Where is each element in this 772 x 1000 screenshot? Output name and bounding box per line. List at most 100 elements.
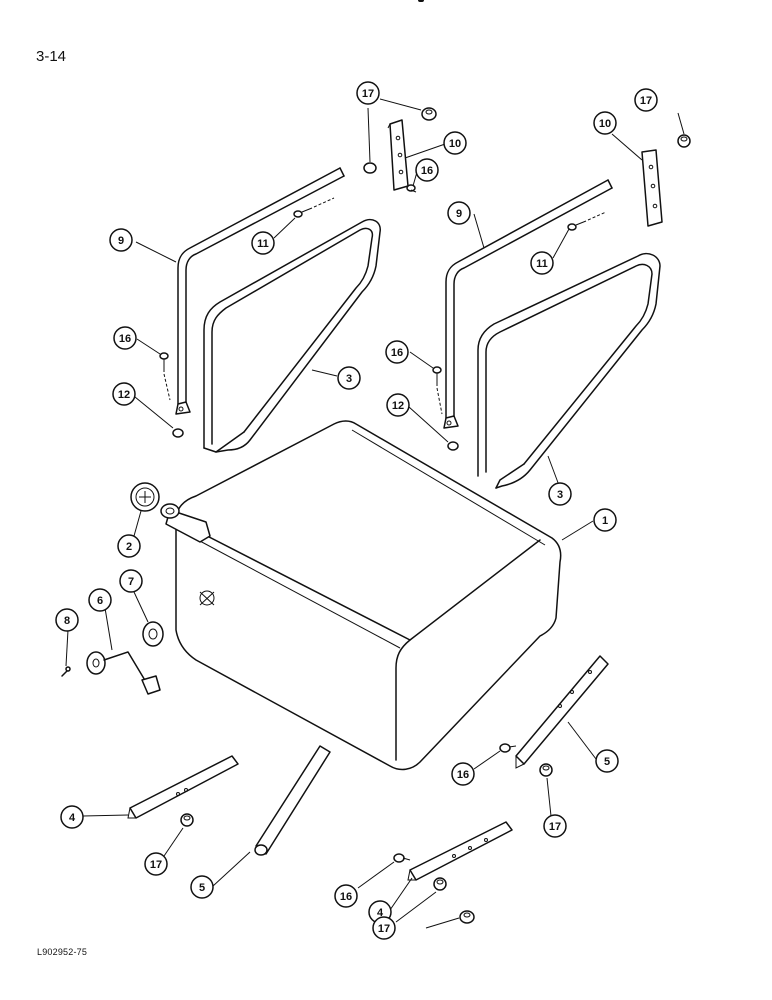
callout-circle <box>112 382 136 406</box>
callout-label: 16 <box>457 769 469 781</box>
callout-16: 16 <box>415 158 439 182</box>
title-fragment-mark <box>418 0 424 2</box>
callout-3: 3 <box>337 366 361 390</box>
callout-circle <box>337 366 361 390</box>
fuel-gauge <box>130 482 160 512</box>
callout-circle <box>372 916 396 940</box>
support-5-left <box>254 745 331 856</box>
bolt-16-lower-right <box>499 743 517 753</box>
callout-label: 4 <box>69 812 76 824</box>
callout-circle <box>548 482 572 506</box>
washer-12-right <box>447 441 459 451</box>
callout-circle <box>593 111 617 135</box>
callout-circle <box>447 201 471 225</box>
callout-8: 8 <box>55 608 79 632</box>
callout-circle <box>60 805 84 829</box>
callout-3: 3 <box>548 482 572 506</box>
callout-17: 17 <box>356 81 380 105</box>
callout-circle <box>530 251 554 275</box>
callout-label: 12 <box>118 389 130 401</box>
callout-label: 7 <box>128 576 134 588</box>
callout-16: 16 <box>113 326 137 350</box>
callout-circle <box>144 852 168 876</box>
bolt-11-right <box>567 211 607 231</box>
bolt-16-bracket <box>406 184 417 193</box>
sender-gasket <box>142 621 164 647</box>
callout-circle <box>251 231 275 255</box>
callout-2: 2 <box>117 534 141 558</box>
bracket-10-left <box>387 119 409 191</box>
callout-circle <box>109 228 133 252</box>
filler-neck <box>160 503 211 543</box>
callout-label: 16 <box>391 347 403 359</box>
screw-8 <box>61 666 71 677</box>
callout-12: 12 <box>386 393 410 417</box>
callout-circle <box>190 875 214 899</box>
callout-label: 16 <box>421 165 433 177</box>
callout-17: 17 <box>543 814 567 838</box>
callout-label: 6 <box>97 595 103 607</box>
nut-17-lower-mid <box>433 877 447 891</box>
callout-label: 5 <box>604 756 610 768</box>
callout-label: 11 <box>257 238 269 250</box>
callout-9: 9 <box>109 228 133 252</box>
bolt-11-left <box>293 197 335 218</box>
bolt-16-left <box>159 352 171 401</box>
callout-circle <box>443 131 467 155</box>
nut-17-right <box>677 134 691 148</box>
callout-circle <box>385 340 409 364</box>
callout-circle <box>117 534 141 558</box>
fuel-sender <box>86 651 161 695</box>
callout-label: 8 <box>64 615 70 627</box>
left-strap-3 <box>203 218 381 453</box>
leader-lines <box>65 98 685 929</box>
callout-circle <box>415 158 439 182</box>
nut-17-lower-left <box>180 813 194 827</box>
sender-opening <box>199 590 215 606</box>
callout-17: 17 <box>144 852 168 876</box>
callout-label: 17 <box>362 88 374 100</box>
page-number: 3-14 <box>36 48 67 65</box>
callout-label: 17 <box>549 821 561 833</box>
callout-circle <box>593 508 617 532</box>
callout-label: 2 <box>126 541 132 553</box>
callout-4: 4 <box>60 805 84 829</box>
callout-circle <box>595 749 619 773</box>
nut-17-top <box>421 107 437 121</box>
callout-label: 17 <box>378 923 390 935</box>
callout-circle <box>334 884 358 908</box>
left-strap-9 <box>175 167 345 415</box>
support-5-right <box>515 655 609 769</box>
callout-16: 16 <box>334 884 358 908</box>
callout-circle <box>113 326 137 350</box>
bolt-16-lower <box>393 853 411 863</box>
callout-circle <box>451 762 475 786</box>
callout-label: 5 <box>199 882 205 894</box>
callout-12: 12 <box>112 382 136 406</box>
callout-circle <box>119 569 143 593</box>
callout-16: 16 <box>451 762 475 786</box>
callout-10: 10 <box>443 131 467 155</box>
callout-11: 11 <box>530 251 554 275</box>
callout-label: 17 <box>640 95 652 107</box>
callout-5: 5 <box>190 875 214 899</box>
callout-9: 9 <box>447 201 471 225</box>
right-strap-3 <box>477 252 661 489</box>
bracket-10-right <box>641 149 663 227</box>
callout-label: 3 <box>346 373 352 385</box>
callout-label: 16 <box>340 891 352 903</box>
callouts: 1717101016991111161631212312768516417175… <box>55 81 658 940</box>
callout-17: 17 <box>372 916 396 940</box>
hardware <box>159 107 691 451</box>
callout-10: 10 <box>593 111 617 135</box>
callout-label: 3 <box>557 489 563 501</box>
support-4-right <box>407 821 513 881</box>
callout-label: 9 <box>456 208 462 220</box>
fuel-tank <box>160 420 562 771</box>
callout-label: 16 <box>119 333 131 345</box>
callout-17: 17 <box>634 88 658 112</box>
callout-label: 11 <box>536 258 548 270</box>
callout-label: 12 <box>392 400 404 412</box>
support-4-left <box>127 755 239 819</box>
